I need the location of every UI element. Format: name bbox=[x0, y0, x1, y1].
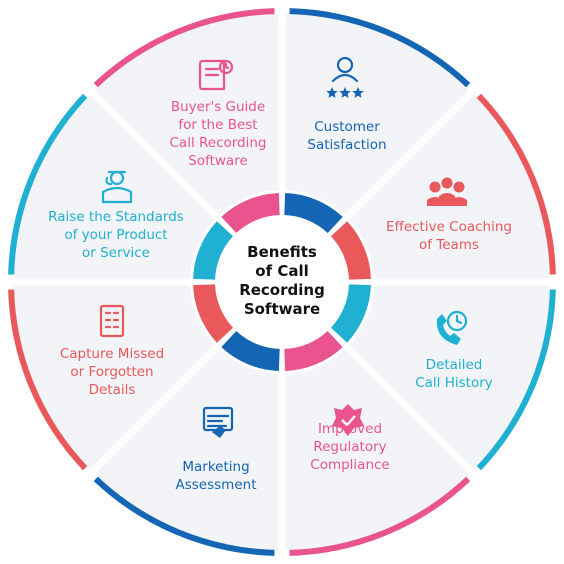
segment-panel-marketing-assessment bbox=[95, 347, 281, 550]
segment-label-line: Assessment bbox=[175, 477, 257, 493]
segment-panel-detailed-call-history bbox=[347, 283, 550, 469]
segment-divider bbox=[319, 319, 484, 484]
segment-label-line: Raise the Standards bbox=[48, 209, 184, 225]
center-title-line: Benefits bbox=[247, 243, 317, 261]
team-coaching-icon bbox=[427, 177, 467, 206]
segment-panel-buyers-guide bbox=[95, 14, 281, 217]
document-list-icon bbox=[99, 304, 125, 338]
segment-label-line: for the Best bbox=[178, 117, 258, 133]
segment-label-line: Detailed bbox=[425, 357, 483, 373]
inner-arc-detailed-call-history bbox=[330, 283, 371, 343]
segment-label-line: Marketing bbox=[182, 459, 250, 475]
segment-panel-capture-missed-details bbox=[14, 283, 217, 469]
segment-label-line: Customer bbox=[314, 119, 380, 135]
segment-panel-customer-satisfaction bbox=[283, 14, 469, 217]
segment-label-line: Capture Missed bbox=[59, 346, 165, 362]
inner-arc-effective-coaching bbox=[330, 221, 371, 281]
center-title-line: Software bbox=[243, 300, 321, 318]
segment-divider bbox=[319, 80, 484, 245]
center-title-line: of Call bbox=[255, 262, 309, 280]
segment-label-line: Buyer's Guide bbox=[170, 99, 266, 115]
inner-arc-marketing-assessment bbox=[221, 330, 281, 371]
segment-label-line: of your Product bbox=[64, 227, 168, 243]
center-circle bbox=[232, 232, 332, 332]
segment-label-line: or Forgotten bbox=[70, 364, 154, 380]
center-title: Benefits of Call Recording Software bbox=[239, 243, 325, 319]
segment-label-raise-standards: Raise the Standards of your Product or Ser… bbox=[48, 208, 184, 262]
segment-label-effective-coaching: Effective Coaching of Teams bbox=[386, 218, 512, 254]
segment-panel-regulatory-compliance bbox=[283, 347, 469, 550]
analytics-screen-icon bbox=[202, 406, 234, 438]
center-title-line: Recording bbox=[239, 281, 325, 299]
segment-divider bbox=[80, 319, 245, 484]
inner-arc-customer-satisfaction bbox=[283, 193, 343, 234]
service-agent-icon bbox=[101, 170, 133, 204]
segment-label-line: Regulatory bbox=[313, 439, 387, 455]
segment-label-line: Details bbox=[88, 382, 136, 398]
customer-rating-icon bbox=[326, 56, 364, 98]
phone-clock-icon bbox=[436, 310, 468, 345]
segment-label-line: of Teams bbox=[418, 237, 480, 253]
inner-arc-raise-standards bbox=[193, 221, 234, 281]
guide-book-icon bbox=[198, 59, 234, 91]
inner-arc-capture-missed-details bbox=[193, 283, 234, 343]
inner-arc-regulatory-compliance bbox=[283, 330, 343, 371]
segment-label-line: or Service bbox=[81, 245, 150, 261]
segment-label-line: Software bbox=[188, 153, 248, 169]
segment-label-line: Call History bbox=[415, 375, 493, 391]
segment-label-line: Improved bbox=[317, 421, 383, 437]
shield-check-icon bbox=[332, 404, 364, 436]
inner-arc-buyers-guide bbox=[221, 193, 281, 234]
segment-label-line: Satisfaction bbox=[307, 137, 387, 153]
segment-label-line: Effective Coaching bbox=[385, 219, 513, 235]
segment-label-line: Call Recording bbox=[169, 135, 267, 151]
segment-divider bbox=[80, 80, 245, 245]
segment-label-line: Compliance bbox=[310, 457, 390, 473]
